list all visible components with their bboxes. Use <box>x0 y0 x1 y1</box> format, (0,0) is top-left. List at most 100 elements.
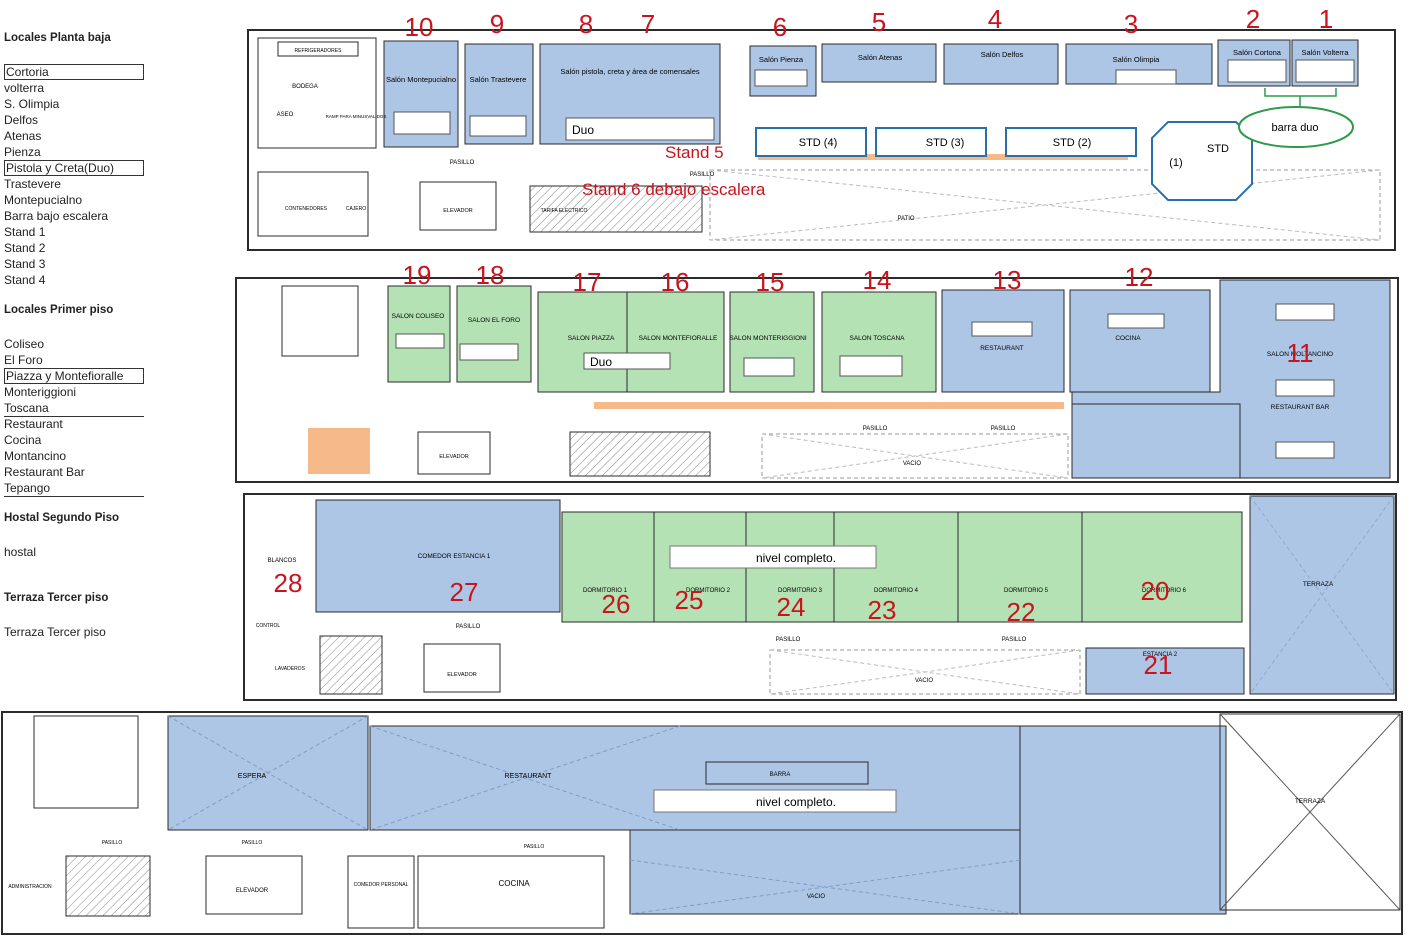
legend-item: Stand 1 <box>4 225 46 239</box>
legend-item: Barra bajo escalera <box>4 209 109 223</box>
room-number-26: 26 <box>602 589 631 619</box>
room-number-1: 1 <box>1319 4 1333 34</box>
room-number-5: 5 <box>872 7 886 37</box>
legend-item: volterra <box>4 81 45 95</box>
room-monteriggioni: SALON MONTERIGGIONI <box>729 335 806 342</box>
room-dorm3: DORMITORIO 3 <box>778 588 823 594</box>
room-number-24: 24 <box>777 592 806 622</box>
room-barra: BARRA <box>770 772 791 778</box>
room-volterra: Salón Volterra <box>1301 48 1349 57</box>
legend-item: Stand 3 <box>4 257 46 271</box>
label-pasillo: PASILLO <box>776 637 801 643</box>
floor1-orange-strip <box>594 402 1064 409</box>
room-coliseo: SALON COLISEO <box>392 313 445 320</box>
legend-item: Piazza y Montefioralle <box>4 368 144 384</box>
label-vacio: VACIO <box>903 461 922 467</box>
room-cocina: COCINA <box>498 879 530 888</box>
legend-heading: Hostal Segundo Piso <box>4 512 120 524</box>
floor0-room-fill-delfos <box>943 43 1059 85</box>
stand-1-label: STD <box>1207 143 1229 155</box>
floor3-comedor-personal <box>347 855 415 929</box>
floor3-room-fill-lower <box>629 829 1021 915</box>
label-patio: PATIO <box>897 216 914 222</box>
stand-1-number: (1) <box>1169 157 1182 169</box>
room-delfos: Salón Delfos <box>981 50 1024 59</box>
floor3-vacio-x <box>629 859 1021 915</box>
stand-4 <box>755 127 867 157</box>
label-refrigeradores: REFRIGERADORES <box>295 48 343 54</box>
label-lavaderos: LAVADEROS <box>275 666 305 672</box>
floor-terraza: ESPERA RESTAURANT BARRA TERRAZA PASILLO … <box>1 711 1403 935</box>
floor0-room-fill-atenas <box>821 43 937 83</box>
floor1-box <box>1275 441 1335 459</box>
room-duo: Duo <box>590 355 612 369</box>
floor0-refrigeradores <box>277 41 359 57</box>
floor1-orange-stair <box>308 428 370 474</box>
floor0-outline <box>247 29 1396 251</box>
floor3-toilets <box>33 715 139 809</box>
floor1-box <box>839 355 903 377</box>
floor2-vacio <box>769 649 1081 695</box>
legend-heading: Locales Planta baja <box>4 32 111 44</box>
floor0-duo-box <box>565 117 715 141</box>
legend-item: Cortoria <box>4 64 144 80</box>
label-pasillo2: PASILLO <box>690 172 715 178</box>
label-bodega: BODEGA <box>292 84 318 90</box>
legend-item: Pistola y Creta(Duo) <box>4 160 144 176</box>
legend-item: S. Olimpia <box>4 97 60 111</box>
stand-4-label: STD (4) <box>799 137 838 149</box>
label-elevador: ELEVADOR <box>447 672 477 678</box>
floor1-room-fill-montancino-low <box>1071 403 1241 479</box>
room-number-28: 28 <box>274 568 303 598</box>
floor1-stair <box>569 431 711 477</box>
room-number-20: 20 <box>1141 576 1170 606</box>
legend-heading: Terraza Tercer piso <box>4 592 109 604</box>
stand-2 <box>1005 127 1137 157</box>
floor0-box <box>754 69 808 87</box>
room-number-25: 25 <box>675 585 704 615</box>
floor1-box <box>743 357 795 377</box>
legend-item: Stand 2 <box>4 241 46 255</box>
floor3-stair <box>65 855 151 917</box>
annotation-stand5: Stand 5 <box>665 143 724 162</box>
room-number-22: 22 <box>1007 597 1036 627</box>
label-pasillo: PASILLO <box>863 426 888 432</box>
room-trastevere: Salón Trastevere <box>470 75 527 84</box>
floor0-patio <box>709 169 1381 241</box>
label-control: CONTROL <box>256 623 281 629</box>
room-number-10: 10 <box>405 12 434 42</box>
label-pasillo: PASILLO <box>456 624 481 630</box>
floor1-duo-box <box>583 352 671 370</box>
legend-item: Coliseo <box>4 337 45 351</box>
floor1-box <box>1275 379 1335 397</box>
room-restaurant: RESTAURANT <box>980 345 1024 352</box>
floor2-room-fill-estancia2 <box>1085 647 1245 695</box>
room-number-18: 18 <box>476 260 505 290</box>
room-number-16: 16 <box>661 267 690 297</box>
legend-item: Delfos <box>4 113 39 127</box>
floor3-outline <box>1 711 1403 935</box>
floor2-outline <box>243 493 1397 701</box>
legend-item: Trastevere <box>4 177 61 191</box>
label-pasillo: PASILLO <box>102 840 123 846</box>
floor2-stair <box>319 635 383 695</box>
legend-item: Montepucialno <box>4 193 83 207</box>
label-comedor-personal: COMEDOR PERSONAL <box>354 882 409 888</box>
legend-item: Atenas <box>4 129 42 143</box>
legend-item: El Foro <box>4 353 43 367</box>
room-pienza: Salón Pienza <box>759 55 804 64</box>
label-cajero: CAJERO <box>346 206 366 212</box>
room-number-4: 4 <box>988 4 1002 34</box>
floor1-box <box>395 333 445 349</box>
label-elevador: ELEVADOR <box>439 454 469 460</box>
room-cocina: COCINA <box>1115 335 1141 342</box>
legend-item: Restaurant Bar <box>4 465 85 479</box>
room-dorm4: DORMITORIO 4 <box>874 588 919 594</box>
floor1-box <box>1107 313 1165 329</box>
room-dorm2: DORMITORIO 2 <box>686 588 731 594</box>
room-number-15: 15 <box>756 267 785 297</box>
room-number-23: 23 <box>868 595 897 625</box>
floor3-rest-x <box>369 725 681 831</box>
floor3-espera-x <box>167 715 369 831</box>
